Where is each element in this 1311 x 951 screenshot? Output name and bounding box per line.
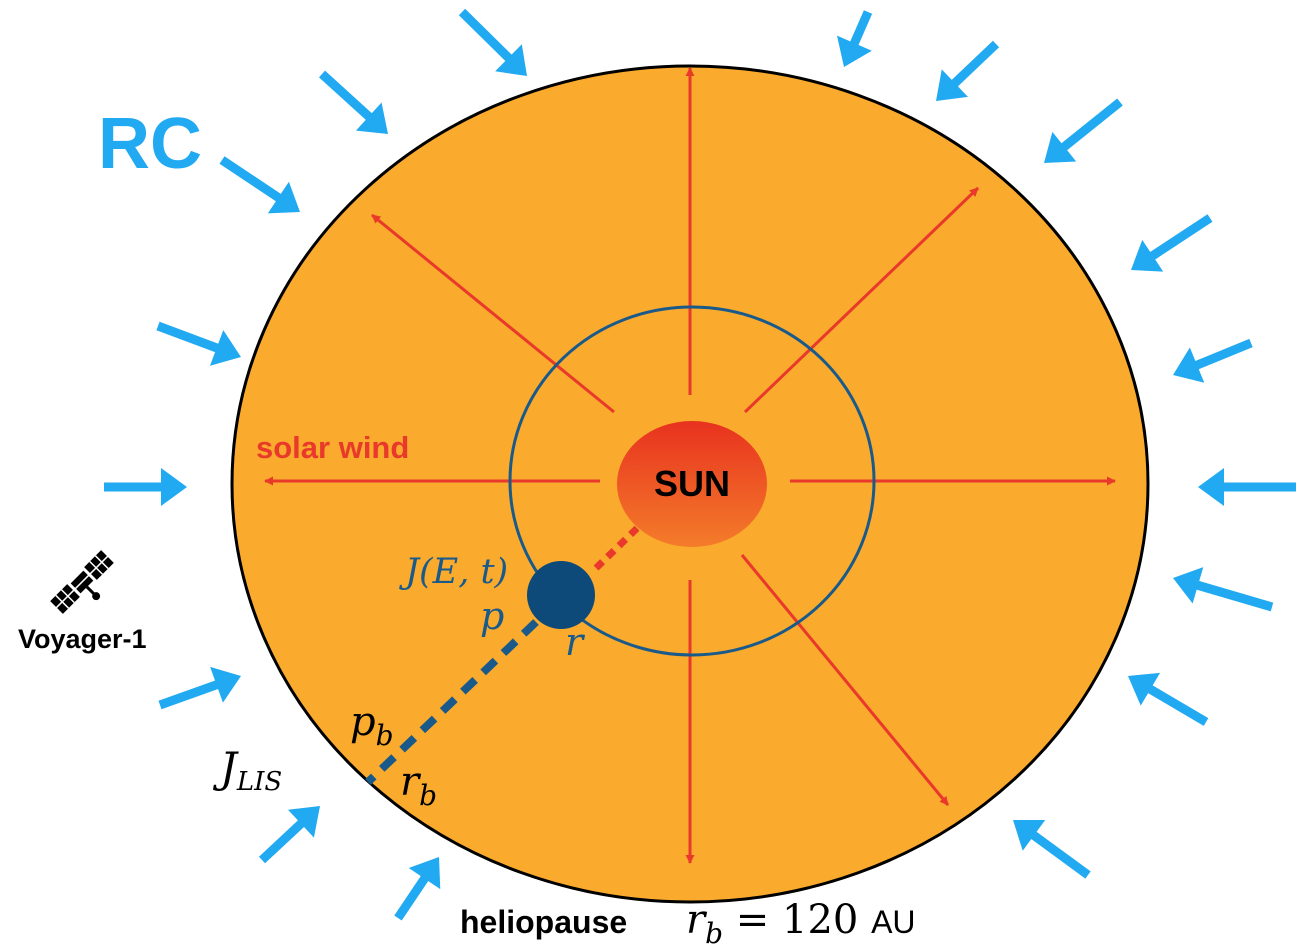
jlis-sub: LIS xyxy=(236,767,282,797)
cosmic-ray-arrow-shaft xyxy=(849,10,873,47)
cosmic-ray-arrow xyxy=(258,806,320,864)
lis-spectrum-label: JLIS xyxy=(212,743,282,797)
orbit-circle xyxy=(508,305,876,657)
cosmic-ray-arrow xyxy=(156,321,241,366)
rc-label: RC xyxy=(98,104,202,184)
cosmic-ray-arrow-head xyxy=(836,35,872,67)
particle xyxy=(527,561,595,629)
cosmic-ray-arrow-shaft xyxy=(318,70,374,122)
pb-main: p xyxy=(350,699,376,745)
cosmic-ray-arrow-shaft xyxy=(1193,338,1253,371)
cosmic-ray-arrow-shaft xyxy=(1148,214,1213,261)
cosmic-ray-arrow-shaft xyxy=(156,321,221,353)
cosmic-ray-arrow-shaft xyxy=(219,156,283,203)
heliopause-label: heliopause xyxy=(460,904,627,940)
cosmic-ray-arrow-head xyxy=(1198,468,1224,506)
cosmic-ray-arrow-shaft xyxy=(1146,684,1209,726)
sun-label: SUN xyxy=(654,463,730,504)
cosmic-ray-arrow-head xyxy=(161,468,187,506)
jlis-main: J xyxy=(212,743,239,792)
heliopause-radius-equation: rb = 120 AU xyxy=(686,897,916,950)
cosmic-ray-arrow-head xyxy=(209,330,241,366)
cosmic-ray-arrow-shaft xyxy=(158,679,220,710)
cosmic-ray-arrow xyxy=(1173,567,1274,612)
particle-boundary-dashed-line xyxy=(365,619,539,785)
cosmic-ray-arrow-shaft xyxy=(394,874,430,921)
boundary-momentum-label: pb xyxy=(350,699,394,752)
hp-eq-value: = 120 xyxy=(723,897,871,943)
cosmic-ray-arrow-head xyxy=(495,44,527,76)
cosmic-ray-arrow-head xyxy=(355,102,388,134)
cosmic-ray-arrow-head xyxy=(936,69,968,101)
cosmic-ray-arrow-shaft xyxy=(1059,98,1123,152)
sun xyxy=(617,421,767,547)
cosmic-ray-arrow-head xyxy=(1013,820,1046,851)
cosmic-ray-arrow xyxy=(1131,214,1213,272)
cosmic-ray-arrows xyxy=(104,8,1296,921)
cosmic-ray-arrow xyxy=(1013,820,1091,879)
spectrum-label: J(E, t) xyxy=(399,552,508,592)
cosmic-ray-arrow-head xyxy=(1044,131,1077,163)
solar-wind-arrow xyxy=(740,554,950,806)
solar-wind-arrow xyxy=(371,213,615,414)
cosmic-ray-arrow xyxy=(1128,672,1209,726)
cosmic-ray-arrow xyxy=(158,666,241,710)
cosmic-ray-arrow xyxy=(836,10,873,67)
voyager-label: Voyager-1 xyxy=(18,624,147,654)
cosmic-ray-arrow-head xyxy=(408,857,441,890)
hp-eq-r: r xyxy=(686,897,708,943)
cosmic-ray-arrow xyxy=(936,40,1000,101)
momentum-label: p xyxy=(480,594,504,638)
boundary-radius-label: rb xyxy=(400,759,437,812)
cosmic-ray-arrow-head xyxy=(1173,347,1205,383)
cosmic-ray-arrow-shaft xyxy=(458,8,514,63)
cosmic-ray-arrow-head xyxy=(267,181,300,214)
cosmic-ray-arrow xyxy=(104,468,187,506)
cosmic-ray-arrow-shaft xyxy=(950,40,1000,88)
cosmic-ray-arrow-head xyxy=(288,806,320,838)
satellite-icon xyxy=(50,550,114,614)
cosmic-ray-arrow-head xyxy=(1128,672,1161,706)
cosmic-ray-arrow xyxy=(1173,338,1253,383)
radius-label: r xyxy=(565,620,586,664)
cosmic-ray-arrow-shaft xyxy=(258,819,306,864)
cosmic-ray-arrow xyxy=(458,8,527,76)
solar-wind-label: solar wind xyxy=(256,430,409,465)
hp-eq-unit: AU xyxy=(871,904,915,940)
hp-eq-sub: b xyxy=(705,917,723,950)
rb-sub: b xyxy=(419,779,437,812)
cosmic-ray-arrow-shaft xyxy=(1029,830,1091,879)
solar-wind-arrow xyxy=(743,186,980,414)
rb-main: r xyxy=(400,759,422,805)
cosmic-ray-arrow-head xyxy=(1173,567,1204,604)
cosmic-ray-arrow-head xyxy=(1131,239,1164,272)
pb-sub: b xyxy=(376,719,394,752)
cosmic-ray-arrow xyxy=(394,857,441,921)
cosmic-ray-arrow xyxy=(318,70,388,134)
cosmic-ray-arrow-head xyxy=(210,666,241,703)
cosmic-ray-arrow xyxy=(219,156,300,214)
cosmic-ray-arrow xyxy=(1198,468,1296,506)
cosmic-ray-arrow xyxy=(1044,98,1123,163)
solar-wind-arrows xyxy=(264,67,1116,864)
cosmic-ray-arrow-shaft xyxy=(1194,580,1274,612)
